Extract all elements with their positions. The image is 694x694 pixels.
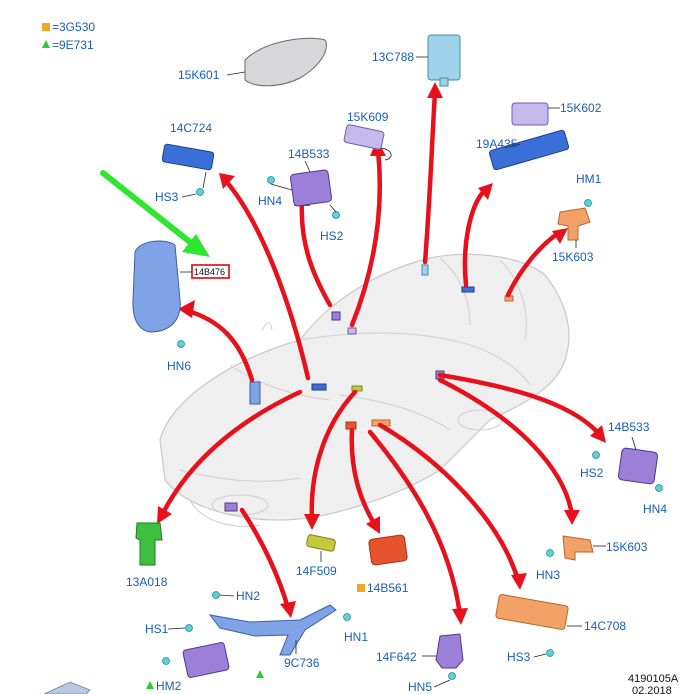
component-13A018: 13A018 — [126, 522, 168, 589]
car-marker-14B476 — [311, 383, 327, 391]
label-13A018: 13A018 — [126, 575, 168, 589]
connector-HN1 — [343, 613, 351, 621]
corner-fragment — [43, 681, 91, 694]
label-19A435: 19A435 — [476, 137, 518, 151]
connector-HS3-bottom — [546, 649, 554, 657]
legend-square-marker — [357, 584, 365, 592]
connector-HS1 — [185, 624, 193, 632]
car-marker-14B533 — [331, 311, 341, 321]
label-HS3-bottom: HS3 — [507, 650, 531, 664]
component-14B533-right: 14B533 HS2 HN4 — [580, 420, 667, 516]
component-14B561: 14B561 — [357, 534, 409, 595]
component-14B476: 14B476 HN6 — [132, 240, 230, 373]
connector-HS3-top — [196, 188, 204, 196]
label-HN3: HN3 — [536, 568, 560, 582]
component-14F642: 14F642 HN5 — [376, 633, 464, 694]
label-HS2-right: HS2 — [580, 466, 604, 480]
component-15K601: 15K601 — [178, 37, 327, 87]
component-14B533-top: 14B533 HN4 HS2 — [258, 147, 344, 243]
label-HN1: HN1 — [344, 630, 368, 644]
label-HS2-top: HS2 — [320, 229, 344, 243]
connector-HN5 — [448, 672, 456, 680]
connector-HM2 — [162, 657, 170, 665]
label-14F642: 14F642 — [376, 650, 417, 664]
label-HN5: HN5 — [408, 680, 432, 694]
car-marker-14B561 — [345, 421, 357, 430]
label-HS1: HS1 — [145, 622, 169, 636]
label-14B476: 14B476 — [194, 267, 225, 277]
component-15K603-right: 15K603 HN3 — [536, 535, 648, 582]
label-14F509: 14F509 — [296, 564, 337, 578]
connector-HM1 — [584, 199, 592, 207]
label-15K602: 15K602 — [560, 101, 602, 115]
key-fob-icon — [244, 37, 327, 87]
label-15K601: 15K601 — [178, 68, 220, 82]
car-marker-14F509 — [351, 385, 363, 392]
red-arrows — [157, 82, 606, 625]
legend-triangle-marker-right — [256, 670, 264, 678]
legend-triangle-text: =9E731 — [52, 38, 94, 52]
figure-reference-number: 4190105A — [628, 673, 679, 685]
label-HM1: HM1 — [576, 172, 602, 186]
component-13C788: 13C788 — [372, 34, 461, 87]
legend-triangle-marker-left — [146, 681, 154, 689]
legend-square-text: =3G530 — [52, 20, 95, 34]
component-14F509: 14F509 — [296, 534, 337, 578]
legend: =3G530 =9E731 — [42, 20, 95, 52]
label-9C736: 9C736 — [284, 656, 320, 670]
car-marker-13C788 — [421, 264, 429, 276]
connector-HN4-top — [267, 176, 275, 184]
connector-HS2-top — [332, 211, 340, 219]
label-15K609: 15K609 — [347, 110, 389, 124]
car-marker-19A435 — [461, 286, 475, 293]
connector-HN6 — [177, 340, 185, 348]
component-9C736: HN2 HS1 HN1 9C736 HM2 — [145, 589, 368, 693]
component-19A435: 19A435 — [476, 129, 570, 171]
label-HN4-right: HN4 — [643, 502, 667, 516]
component-15K609: 15K609 — [343, 110, 392, 161]
car-marker-9C736 — [224, 502, 238, 512]
label-HN6: HN6 — [167, 359, 191, 373]
label-HM2: HM2 — [156, 679, 182, 693]
label-14C708: 14C708 — [584, 619, 626, 633]
connector-HN4-right — [655, 484, 663, 492]
car-marker-15K609 — [347, 327, 357, 335]
label-13C788: 13C788 — [372, 50, 414, 64]
label-15K603-right: 15K603 — [606, 540, 648, 554]
label-14C724: 14C724 — [170, 121, 212, 135]
component-14C708: 14C708 HS3 — [495, 594, 626, 664]
figure-date: 02.2018 — [632, 685, 672, 694]
connector-HN2 — [212, 591, 220, 599]
legend-triangle-icon — [42, 40, 50, 48]
legend-square-icon — [42, 23, 50, 31]
component-15K602: 15K602 — [511, 101, 602, 126]
car-marker-14C724 — [249, 381, 261, 405]
component-14C724: 14C724 HS3 — [155, 121, 215, 204]
component-15K603-top: HM1 15K603 — [552, 172, 602, 264]
connector-HN3 — [546, 549, 554, 557]
connector-HS2-right — [592, 451, 600, 459]
label-HS3-top: HS3 — [155, 190, 179, 204]
highlight-box — [191, 264, 230, 279]
label-14B533-top: 14B533 — [288, 147, 330, 161]
label-15K603-top: 15K603 — [552, 250, 594, 264]
green-pointer-arrow — [100, 170, 210, 257]
label-HN4-top: HN4 — [258, 194, 282, 208]
label-HN2: HN2 — [236, 589, 260, 603]
label-14B561: 14B561 — [367, 581, 409, 595]
label-14B533-right: 14B533 — [608, 420, 650, 434]
